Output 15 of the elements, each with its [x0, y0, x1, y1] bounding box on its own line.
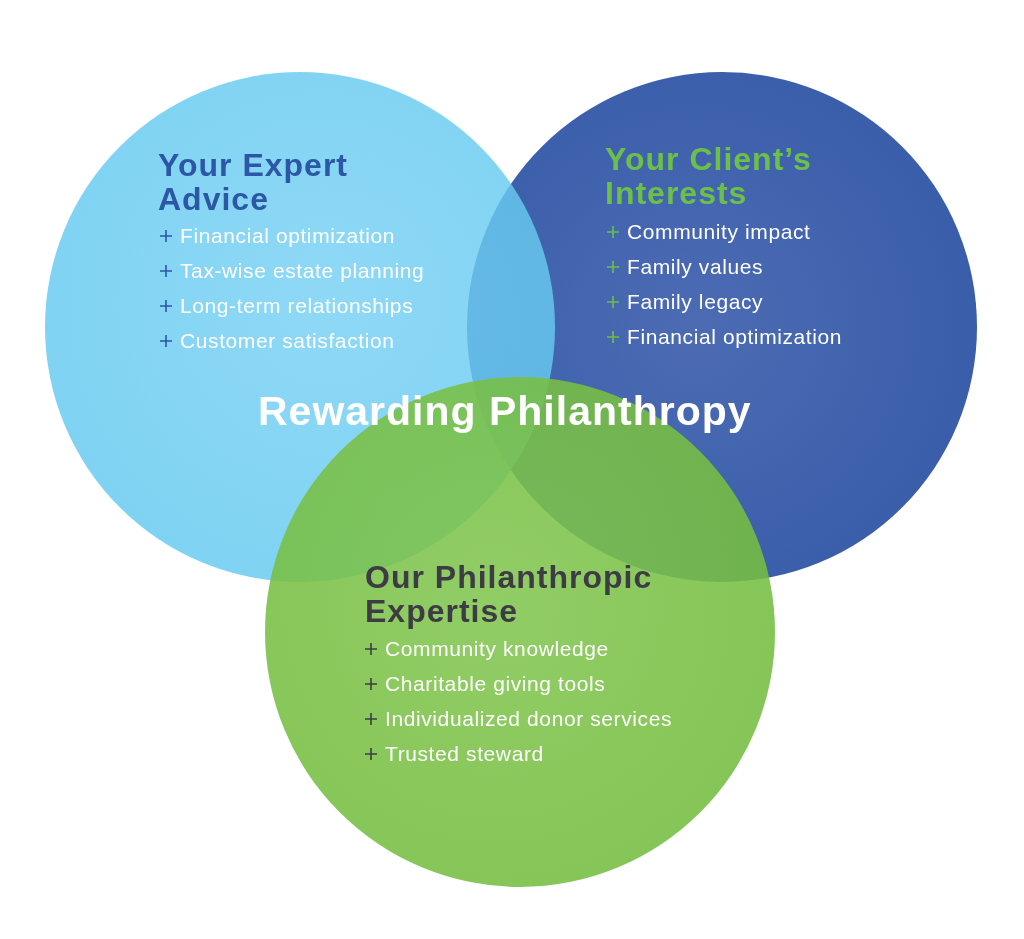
list-item: Community knowledge [385, 637, 609, 661]
list-item: Customer satisfaction [180, 329, 395, 353]
list-item: Community impact [627, 220, 811, 244]
list-item: Individualized donor services [385, 707, 673, 731]
list-item: Charitable giving tools [385, 672, 606, 696]
circle-heading: Your Expert Advice [158, 148, 349, 216]
list-item: Financial optimization [180, 224, 396, 248]
list-item: Family legacy [627, 290, 764, 314]
list-item: Family values [627, 255, 764, 279]
list-item: Trusted steward [385, 742, 544, 766]
circle-heading: Our Philanthropic Expertise [365, 560, 654, 628]
circle-heading: Your Client’s Interests [605, 142, 813, 210]
list-item: Financial optimization [627, 325, 843, 349]
list-item: Long-term relationships [180, 294, 414, 318]
list-item: Tax-wise estate planning [180, 259, 425, 283]
